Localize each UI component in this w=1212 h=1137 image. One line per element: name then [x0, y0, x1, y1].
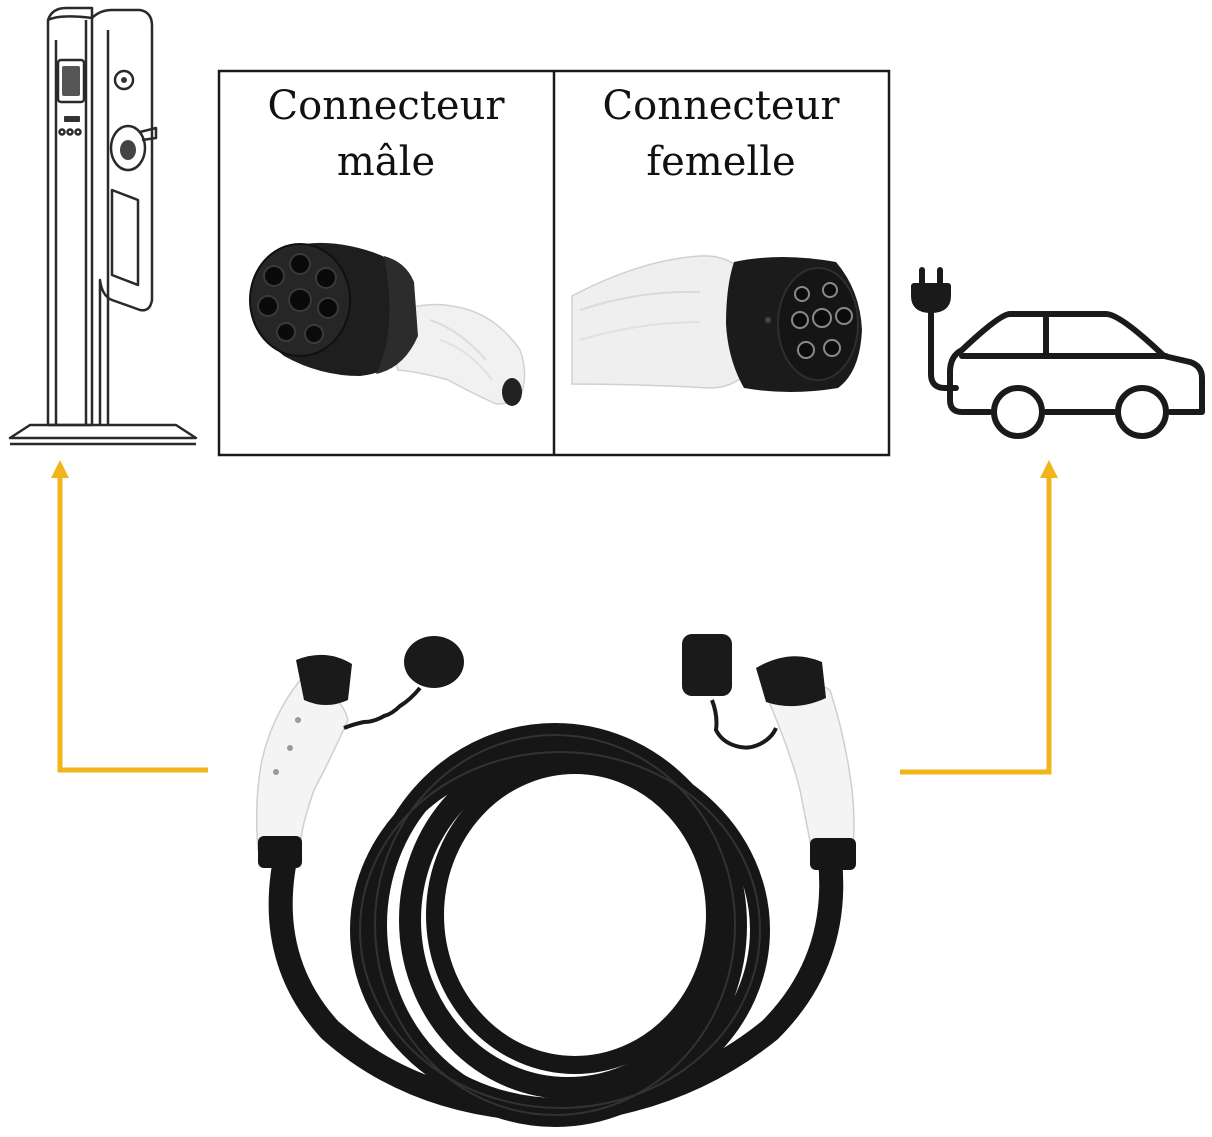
- male-connector-label: Connecteur mâle: [219, 78, 553, 190]
- male-connector-photo: [249, 242, 526, 406]
- male-connector-label-line1: Connecteur: [267, 83, 505, 129]
- female-connector-label: Connecteur femelle: [554, 78, 888, 190]
- right-cable-plug: [682, 634, 856, 870]
- male-connector-label-line2: mâle: [336, 139, 436, 185]
- charging-cable-photo: [255, 634, 856, 1127]
- left-cable-plug: [255, 636, 464, 868]
- arrow-to-station: [51, 460, 208, 773]
- charging-station-icon: [8, 6, 198, 446]
- female-connector-label-line1: Connecteur: [602, 83, 840, 129]
- electric-car-icon: [911, 267, 1205, 439]
- female-connector-photo: [571, 255, 862, 392]
- female-connector-label-line2: femelle: [646, 139, 796, 185]
- arrow-to-car: [900, 460, 1058, 775]
